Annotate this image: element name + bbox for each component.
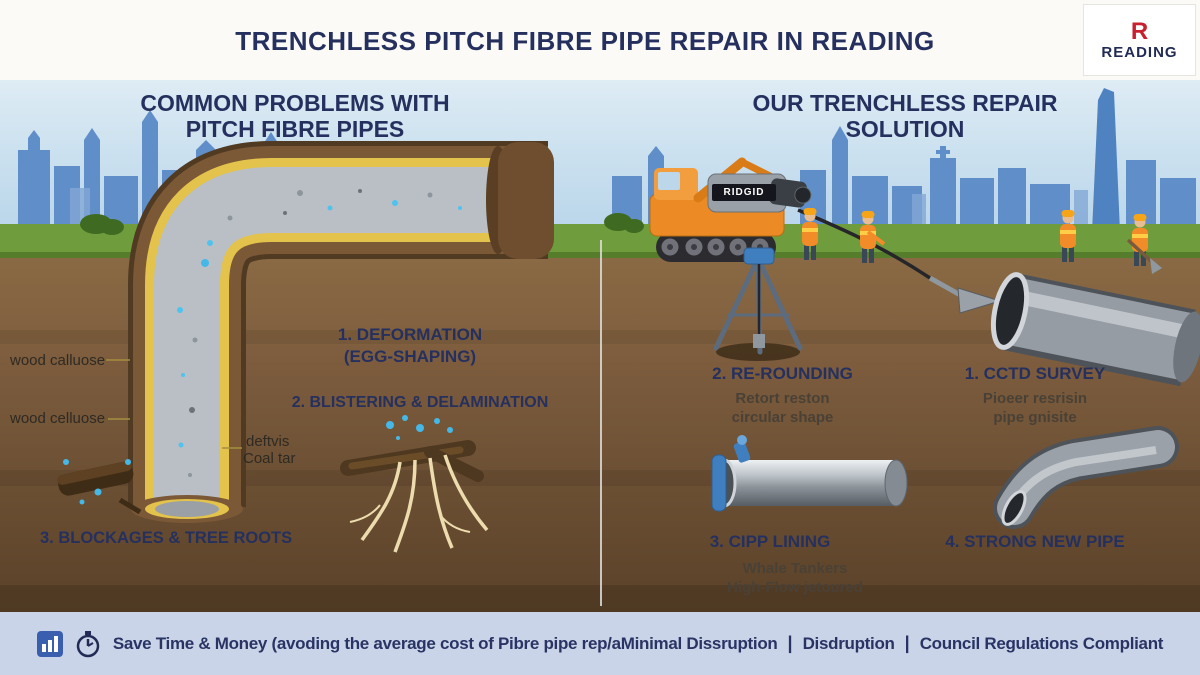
step-re-rounding-title: 2. RE-ROUNDING bbox=[712, 364, 853, 383]
tree-roots-illustration bbox=[340, 440, 489, 553]
pipe-debris-speckles bbox=[177, 189, 462, 477]
step-re-rounding-sub1: Retort reston bbox=[735, 390, 830, 407]
cipp-liner-pipe-illustration bbox=[711, 435, 908, 512]
machine-brand-label: RIDGID bbox=[712, 184, 776, 201]
bushes bbox=[80, 213, 644, 235]
worker-figure-4 bbox=[1126, 214, 1162, 274]
logo-box: R READING bbox=[1083, 4, 1196, 76]
left-section-heading-line2: PITCH FIBRE PIPES bbox=[185, 116, 405, 142]
tripod-winch-illustration bbox=[713, 247, 803, 361]
problem-1-title: 1. DEFORMATION bbox=[337, 325, 483, 344]
worker-figure-3 bbox=[1060, 210, 1076, 262]
left-section-heading-line1: COMMON PROBLEMS WITH bbox=[140, 90, 450, 116]
footer-bar: Save Time & Money (avoding the average c… bbox=[0, 612, 1200, 675]
new-pipe-illustration bbox=[993, 426, 1179, 529]
logo-text: READING bbox=[1101, 43, 1178, 61]
title-band bbox=[0, 0, 1200, 80]
stopwatch-icon bbox=[76, 630, 100, 657]
footer-benefit-2: Disdruption bbox=[802, 633, 895, 653]
pipe-opening bbox=[990, 272, 1030, 350]
step-re-rounding-sub2: circular shape bbox=[731, 409, 834, 426]
chart-icon bbox=[36, 630, 63, 657]
problem-2-title: 2. BLISTERING & DELAMINATION bbox=[291, 394, 549, 411]
wood-debris-illustration bbox=[57, 459, 142, 515]
step-cctv-survey-sub2: pipe gnisite bbox=[993, 409, 1077, 426]
worker-figure-2 bbox=[860, 211, 886, 263]
problem-3-title: 3. BLOCKAGES & TREE ROOTS bbox=[40, 529, 293, 547]
wood-cellulose-label-1: wood calluose bbox=[10, 352, 106, 369]
coal-tar-label: Coal tar bbox=[243, 450, 296, 467]
debris-label-line1: deftvis bbox=[246, 433, 290, 450]
right-section-heading-line1: OUR TRENCHLESS REPAIR bbox=[752, 90, 1058, 116]
shovel bbox=[1126, 238, 1154, 264]
main-title: TRENCHLESS PITCH FIBRE PIPE REPAIR IN RE… bbox=[235, 26, 935, 56]
label-lines bbox=[106, 359, 242, 449]
right-section-heading-line2: SOLUTION bbox=[845, 116, 965, 142]
worker-figure-1 bbox=[802, 208, 818, 260]
step-cctv-survey-title: 1. CCTD SURVEY bbox=[964, 364, 1106, 383]
problem-1-subtitle: (EGG-SHAPING) bbox=[343, 347, 477, 366]
step-cipp-lining-sub1: Whale Tankers bbox=[742, 560, 848, 577]
survey-pipe-illustration bbox=[990, 272, 1200, 387]
re-rounding-cone bbox=[957, 287, 1002, 314]
step-cipp-lining-sub2: High-Flow jetoured bbox=[727, 579, 863, 596]
footer-separator: | bbox=[904, 633, 910, 653]
wood-cellulose-label-2: wood celluose bbox=[10, 410, 106, 427]
water-droplets bbox=[386, 415, 453, 440]
step-new-pipe-title: 4. STRONG NEW PIPE bbox=[945, 532, 1125, 551]
pitch-fibre-pipe-cross-section bbox=[128, 141, 554, 523]
step-cipp-lining-title: 3. CIPP LINING bbox=[709, 532, 831, 551]
logo-r-icon: R bbox=[1130, 17, 1149, 45]
step-cctv-survey-sub1: Pioeer resrisin bbox=[982, 390, 1088, 407]
footer-benefit-1: Save Time & Money (avoding the average c… bbox=[112, 633, 778, 653]
footer-benefit-3: Council Regulations Compliant bbox=[919, 633, 1164, 653]
footer-separator: | bbox=[787, 633, 793, 653]
camera-unit bbox=[769, 178, 812, 208]
